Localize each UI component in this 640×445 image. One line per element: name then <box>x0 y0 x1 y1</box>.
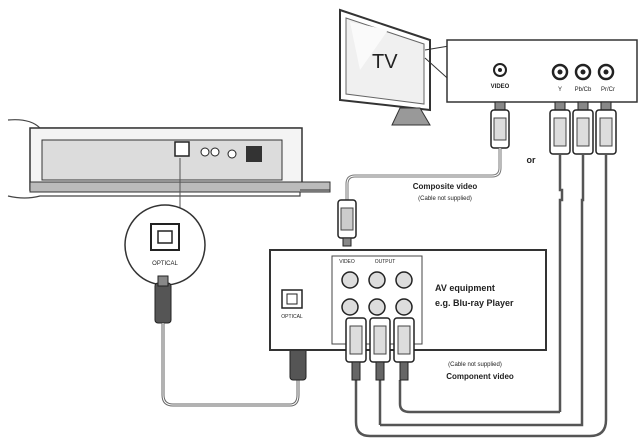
composite-note: (Cable not supplied) <box>418 196 472 202</box>
pb-label: Pb/Cb <box>575 87 592 93</box>
y-label: Y <box>558 87 562 93</box>
optical-callout: OPTICAL <box>124 158 206 286</box>
av-output-label: OUTPUT <box>375 259 396 265</box>
composite-cable <box>345 148 502 200</box>
component-note: (Cable not supplied) <box>448 362 502 368</box>
component-cables <box>354 154 608 438</box>
av-optical-label: OPTICAL <box>281 314 303 320</box>
jack-icon <box>227 149 237 159</box>
tv-set: TV <box>339 8 456 126</box>
composite-plug-tv <box>490 101 510 149</box>
power-socket-icon <box>246 146 262 162</box>
tv-screen-label: TV <box>372 51 398 73</box>
tv-connector-panel: VIDEO Y Pb/Cb Pr/Cr <box>446 39 638 103</box>
component-plugs-av <box>345 317 415 381</box>
optical-port-icon <box>174 141 190 157</box>
soundbar-unit <box>7 119 331 199</box>
jack-icon <box>210 147 220 157</box>
component-title: Component video <box>446 372 514 381</box>
or-label: or <box>527 155 536 165</box>
jack-icon <box>200 147 210 157</box>
av-video-label: VIDEO <box>339 259 355 265</box>
optical-cable <box>154 275 307 407</box>
video-label: VIDEO <box>491 84 510 90</box>
composite-plug-av <box>337 199 357 247</box>
av-title-line2: e.g. Blu-ray Player <box>435 298 514 308</box>
pr-label: Pr/Cr <box>601 87 615 93</box>
av-title-line1: AV equipment <box>435 283 495 293</box>
component-plugs-tv <box>549 101 617 155</box>
optical-label: OPTICAL <box>152 261 178 267</box>
composite-title: Composite video <box>413 182 478 191</box>
